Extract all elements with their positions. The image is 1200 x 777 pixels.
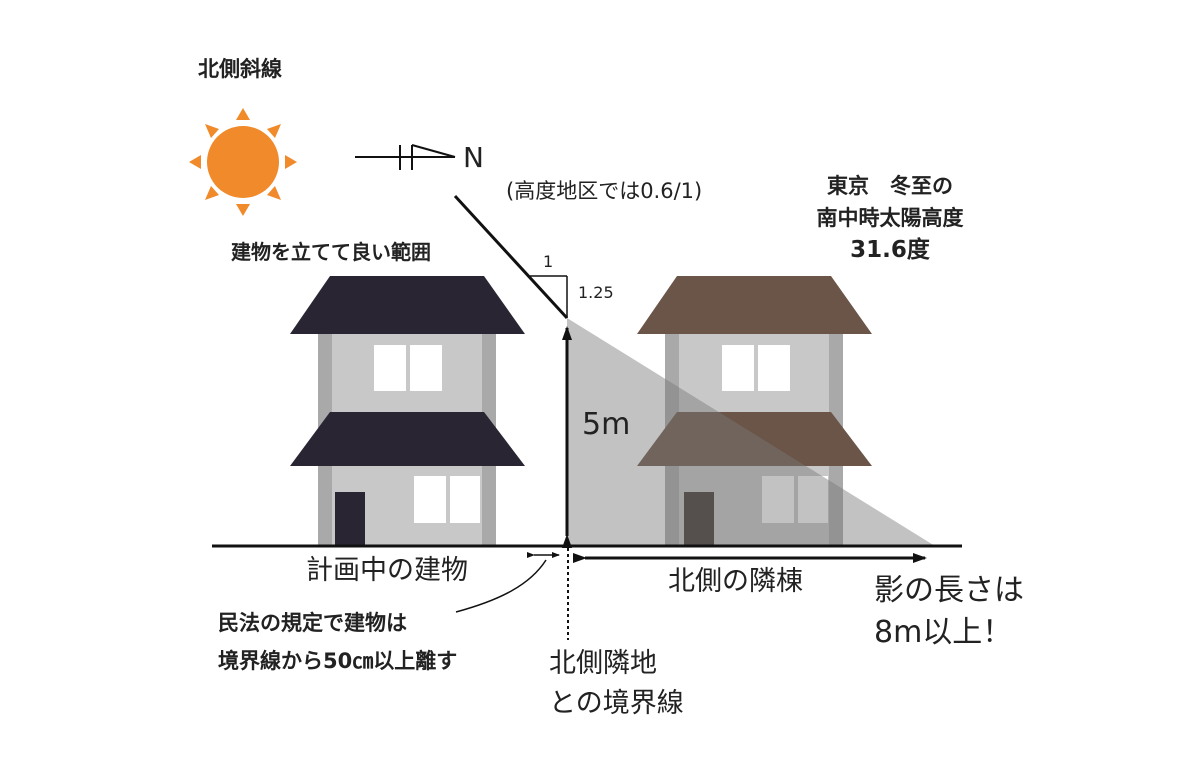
- upper-window: [374, 345, 442, 391]
- sun-icon: [189, 108, 297, 216]
- boundary-line2: との境界線: [549, 688, 684, 719]
- shadow-area: [567, 318, 935, 546]
- upper-roof: [637, 276, 872, 334]
- slope-ratio-indicator: [530, 275, 568, 318]
- compass-arrow-icon: [355, 144, 456, 170]
- north-neighbor-label: 北側の隣棟: [668, 566, 803, 597]
- civil-code-note: 民法の規定で建物は 境界線から50㎝以上離す: [218, 604, 457, 680]
- boundary-label: 北側隣地 との境界線: [549, 644, 684, 724]
- height-label: 5m: [582, 407, 631, 442]
- door: [335, 492, 365, 546]
- lower-roof: [290, 412, 525, 466]
- sun-info-line2: 南中時太陽高度: [816, 206, 964, 230]
- door: [684, 492, 714, 546]
- slope-run-label: 1: [543, 252, 554, 271]
- diagram-title: 北側斜線: [198, 57, 282, 81]
- civil-code-leader: [455, 559, 547, 613]
- planned-building-label: 計画中の建物: [306, 555, 468, 586]
- upper-window: [722, 345, 790, 391]
- shadow-length-note: 影の長さは 8m以上！: [874, 570, 1024, 654]
- slope-rise-label: 1.25: [578, 283, 614, 302]
- civil-code-line1: 民法の規定で建物は: [218, 611, 407, 635]
- altitude-district-note: (高度地区では0.6/1): [506, 179, 703, 203]
- lower-window: [762, 476, 828, 523]
- upper-roof: [290, 276, 525, 334]
- civil-code-line2: 境界線から50㎝以上離す: [218, 649, 458, 673]
- buildable-range-label: 建物を立てて良い範囲: [231, 240, 431, 264]
- sun-altitude-info: 東京 冬至の 南中時太陽高度 31.6度: [780, 170, 1000, 266]
- north-neighbor-building: [637, 276, 872, 546]
- lower-window: [414, 476, 480, 523]
- compass-north-label: N: [463, 141, 484, 174]
- lower-roof: [637, 412, 872, 466]
- planned-building: [290, 276, 525, 546]
- sun-info-line3: 31.6度: [850, 237, 930, 263]
- shadow-length-line2: 8m以上！: [874, 615, 1013, 650]
- sun-info-line1: 東京 冬至の: [827, 174, 953, 198]
- north-setback-line: [453, 194, 569, 320]
- boundary-line1: 北側隣地: [549, 648, 657, 679]
- shadow-length-line1: 影の長さは: [874, 573, 1024, 608]
